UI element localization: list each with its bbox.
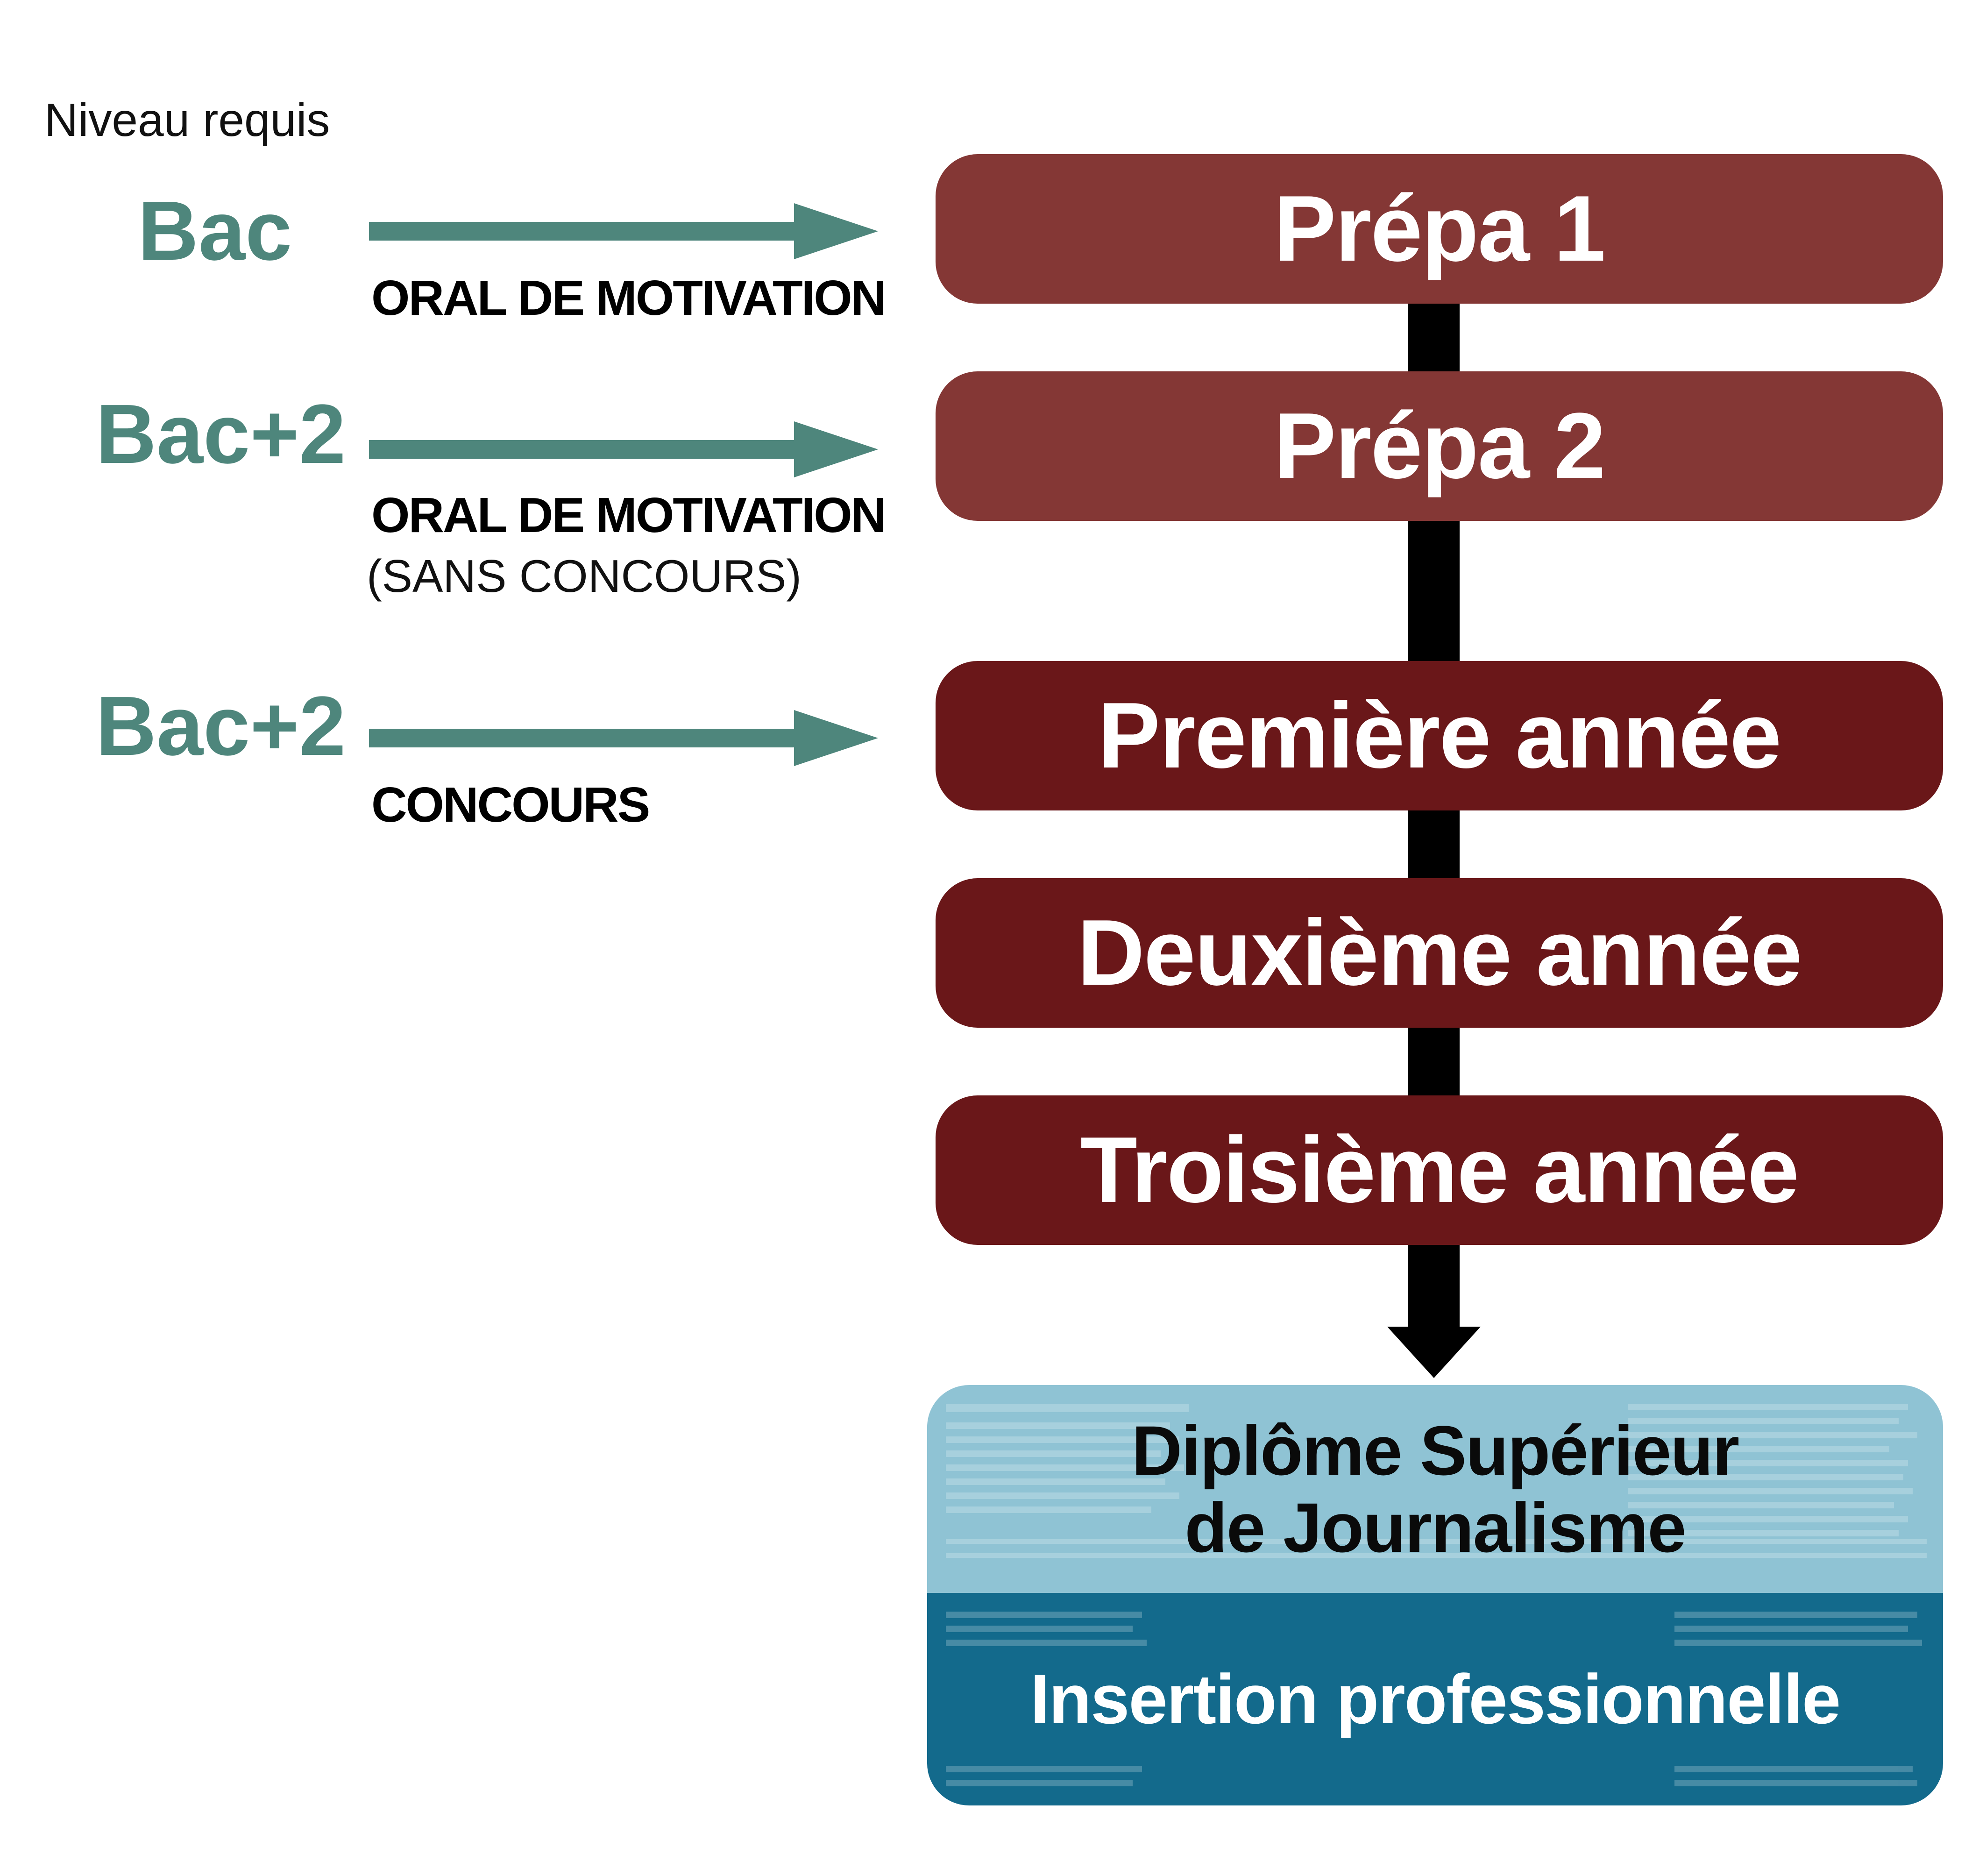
diploma-box: Diplôme Supérieur de Journalisme bbox=[927, 1385, 1943, 1593]
entry-method-2: ORAL DE MOTIVATION bbox=[371, 488, 887, 543]
entry-method-3: CONCOURS bbox=[371, 777, 650, 832]
arrow-shaft bbox=[369, 440, 799, 459]
entry-method-1: ORAL DE MOTIVATION bbox=[371, 270, 887, 326]
arrow-shaft bbox=[369, 222, 799, 241]
newspaper-texture bbox=[946, 1404, 1927, 1558]
entry-arrow-2 bbox=[369, 421, 878, 477]
entry-level-bac2-concours: Bac+2 bbox=[96, 679, 346, 773]
step-prepa-2: Prépa 2 bbox=[936, 371, 1943, 521]
newspaper-texture bbox=[946, 1612, 1922, 1786]
step-troisieme-annee: Troisième année bbox=[936, 1095, 1943, 1245]
step-label: Prépa 1 bbox=[1274, 177, 1606, 281]
entry-arrow-3 bbox=[369, 710, 878, 766]
step-label: Première année bbox=[1098, 683, 1782, 788]
entry-level-bac: Bac bbox=[138, 184, 292, 278]
diploma-line-2: de Journalisme bbox=[1185, 1488, 1686, 1567]
arrow-head bbox=[794, 203, 878, 259]
step-premiere-annee: Première année bbox=[936, 661, 1943, 810]
entry-arrow-1 bbox=[369, 203, 878, 259]
step-label: Troisième année bbox=[1080, 1118, 1799, 1222]
diploma-line-1: Diplôme Supérieur bbox=[1131, 1411, 1740, 1490]
entry-note-2: (SANS CONCOURS) bbox=[367, 550, 802, 602]
arrow-head bbox=[794, 421, 878, 477]
step-deuxieme-annee: Deuxième année bbox=[936, 878, 1943, 1028]
step-prepa-1: Prépa 1 bbox=[936, 154, 1943, 304]
insertion-box: Insertion professionnelle bbox=[927, 1593, 1943, 1805]
insertion-label: Insertion professionnelle bbox=[1030, 1660, 1841, 1738]
step-label: Prépa 2 bbox=[1274, 394, 1606, 498]
step-label: Deuxième année bbox=[1077, 901, 1802, 1005]
arrow-head bbox=[794, 710, 878, 766]
arrow-shaft bbox=[369, 729, 799, 747]
entry-level-bac2-prepa: Bac+2 bbox=[96, 387, 346, 481]
level-header: Niveau requis bbox=[44, 94, 330, 146]
down-arrow-head bbox=[1387, 1327, 1481, 1378]
